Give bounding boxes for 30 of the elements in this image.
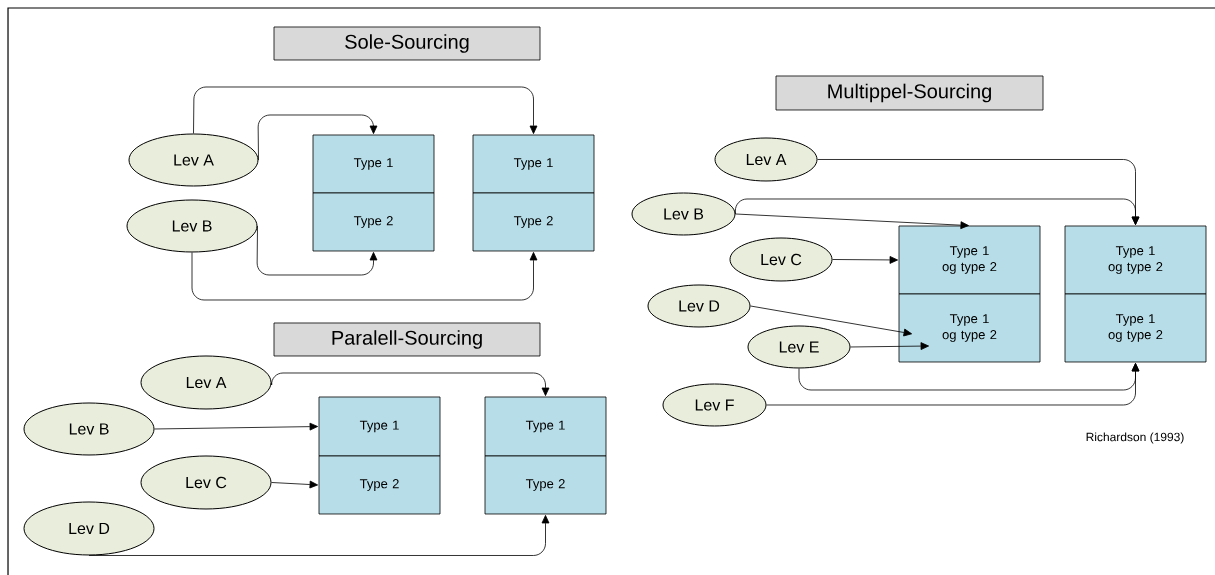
type-cell: Type 1 og type 2 [898, 225, 1041, 295]
type-cell: Type 2 [472, 192, 595, 252]
arrow [191, 252, 538, 301]
arrow [271, 480, 319, 489]
type-cell: Type 1 og type 2 [1064, 225, 1207, 295]
citation: Richardson (1993) [1086, 432, 1184, 444]
arrow [154, 422, 319, 431]
arrow [850, 342, 929, 350]
type-cell: Type 1 og type 2 [1064, 293, 1207, 363]
type-cell: Type 1 [318, 396, 441, 457]
arrow [193, 86, 538, 134]
arrow [271, 372, 550, 396]
heading-box: Multippel-Sourcing [775, 75, 1044, 111]
type-cell: Type 1 [484, 396, 607, 457]
heading-box: Paralell-Sourcing [273, 322, 541, 357]
arrow [735, 198, 1140, 225]
type-cell: Type 2 [312, 192, 435, 252]
type-cell: Type 2 [484, 455, 607, 515]
arrow [735, 213, 969, 230]
heading-box: Sole-Sourcing [273, 26, 541, 61]
arrow [88, 515, 550, 556]
type-cell: Type 2 [318, 455, 441, 515]
arrow [766, 363, 1140, 406]
arrow [256, 225, 378, 276]
arrow [750, 305, 913, 337]
type-cell: Type 1 [472, 134, 595, 194]
arrow [257, 114, 378, 161]
type-cell: Type 1 [312, 134, 435, 194]
arrow [832, 256, 898, 264]
type-cell: Type 1 og type 2 [898, 293, 1041, 363]
